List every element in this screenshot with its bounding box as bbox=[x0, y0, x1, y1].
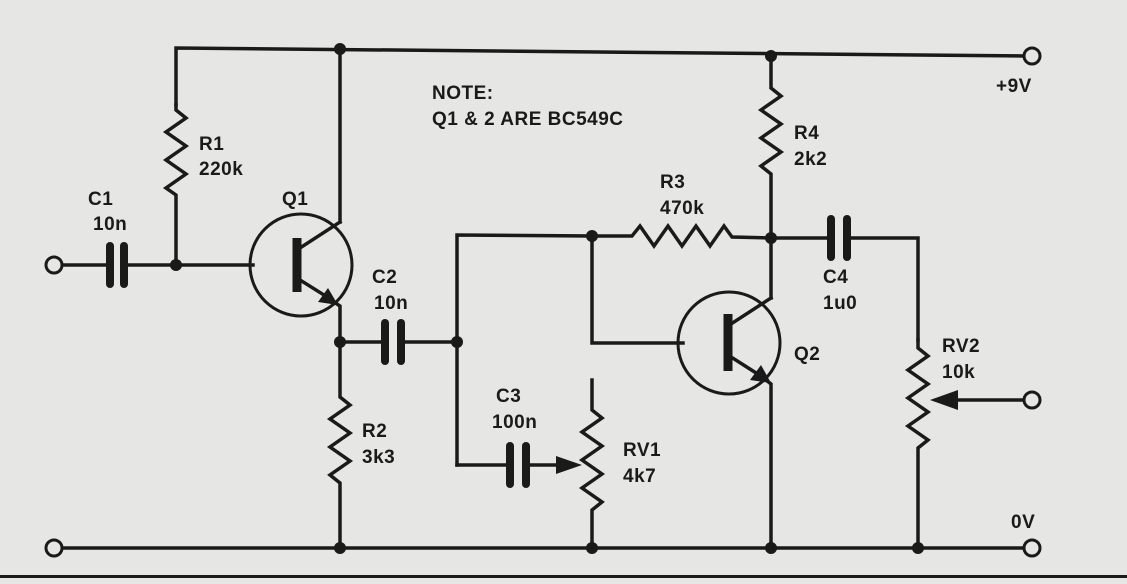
r4-value: 2k2 bbox=[794, 149, 827, 170]
junction-r3-base bbox=[586, 230, 598, 242]
output-terminal bbox=[1022, 390, 1042, 410]
transistor-q2 bbox=[676, 290, 782, 396]
potentiometer-rv2 bbox=[904, 338, 932, 550]
transistor-q1 bbox=[248, 212, 354, 318]
note-title: NOTE: bbox=[432, 83, 494, 104]
capacitor-c3 bbox=[506, 442, 530, 488]
junction-r4-rail bbox=[765, 50, 777, 62]
q2-emitter-wire bbox=[763, 377, 773, 550]
resistor-r2 bbox=[326, 340, 354, 550]
c3-ref: C3 bbox=[496, 386, 521, 407]
junction-rv1-ground bbox=[586, 542, 598, 554]
capacitor-c4 bbox=[827, 215, 851, 261]
ground-terminal-right bbox=[1022, 538, 1042, 558]
rv2-ref: RV2 bbox=[942, 336, 980, 357]
page-bottom-rule bbox=[0, 575, 1127, 578]
c2-value: 10n bbox=[374, 293, 408, 314]
rv2-value: 10k bbox=[942, 362, 975, 383]
rv1-ref: RV1 bbox=[623, 440, 661, 461]
input-terminal bbox=[44, 255, 64, 275]
q1-ref: Q1 bbox=[282, 189, 308, 210]
capacitor-c2 bbox=[381, 319, 405, 365]
c4-value: 1u0 bbox=[823, 293, 857, 314]
r2-ref: R2 bbox=[362, 421, 387, 442]
junction-r1-c1 bbox=[170, 259, 182, 271]
c1-ref: C1 bbox=[88, 189, 113, 210]
r4-ref: R4 bbox=[794, 123, 819, 144]
c3-value: 100n bbox=[492, 412, 537, 433]
q2-ref: Q2 bbox=[794, 344, 820, 365]
c1-value: 10n bbox=[93, 214, 127, 235]
positive-rail-label: +9V bbox=[996, 76, 1032, 97]
potentiometer-rv1 bbox=[578, 378, 606, 550]
junction-r2-ground bbox=[334, 542, 346, 554]
junction-dots bbox=[170, 43, 924, 554]
junction-q2-collector bbox=[765, 232, 777, 244]
junction-q2-ground bbox=[765, 542, 777, 554]
c4-ref: C4 bbox=[823, 267, 848, 288]
rv2-wiper bbox=[930, 390, 1026, 410]
resistor-r4 bbox=[757, 54, 785, 240]
resistor-r1 bbox=[162, 103, 190, 267]
rv1-value: 4k7 bbox=[623, 466, 656, 487]
r1-value: 220k bbox=[199, 159, 243, 180]
junction-rv2-ground bbox=[912, 542, 924, 554]
q1-emitter-wire bbox=[331, 299, 342, 344]
ground-terminal-left bbox=[44, 538, 64, 558]
positive-terminal bbox=[1022, 46, 1042, 66]
mid-node-wire bbox=[455, 233, 594, 467]
ground-rail-label: 0V bbox=[1011, 512, 1035, 533]
r3-ref: R3 bbox=[660, 172, 685, 193]
r2-value: 3k3 bbox=[362, 447, 395, 468]
junction-q1-emitter bbox=[334, 336, 346, 348]
positive-rail bbox=[174, 46, 1026, 107]
r1-ref: R1 bbox=[199, 134, 224, 155]
resistor-r3 bbox=[590, 222, 773, 250]
q2-base-wire bbox=[590, 234, 685, 345]
r3-value: 470k bbox=[660, 198, 704, 219]
capacitor-c1 bbox=[106, 242, 128, 288]
note-text: Q1 & 2 ARE BC549C bbox=[432, 109, 624, 130]
c4-wire bbox=[769, 236, 920, 342]
junction-c2-out bbox=[451, 336, 463, 348]
rv1-wiper-arrow bbox=[556, 456, 582, 474]
junction-q1-rail bbox=[334, 43, 346, 55]
c2-ref: C2 bbox=[372, 267, 397, 288]
